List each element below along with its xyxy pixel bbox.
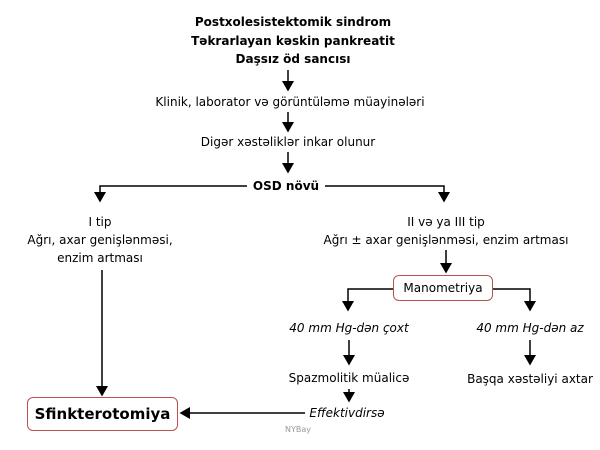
left-type-title: I tip [88,215,112,229]
high-pressure-label: 40 mm Hg-dən çoxt [289,321,409,335]
left-type-line-1: Ağrı, axar genişlənməsi, [27,233,173,247]
arrow-decision-left [94,185,247,203]
left-type-line-2: enzim artması [57,251,143,265]
right-type-title: II və ya III tip [407,215,485,229]
effective-label: Effektivdirsə [309,406,385,420]
step-exclusion: Digər xəstəliklər inkar olunur [200,135,376,149]
arrow-manometry-high [342,288,393,312]
result-label: Sfinkterotomiya [34,405,171,423]
result-box: Sfinkterotomiya [27,397,178,431]
right-type-line-1: Ağrı ± axar genişlənməsi, enzim artması [323,233,569,247]
watermark: NYBay [285,425,311,434]
low-pressure-label: 40 mm Hg-dən az [476,321,584,335]
start-line-3: Daşsız öd sancısı [235,52,351,66]
manometry-label: Manometriya [403,281,483,295]
decision-osd-type: OSD növü [248,177,324,195]
start-line-2: Təkrarlayan kəskin pankreatit [191,34,395,48]
spasmolytic-label: Spazmolitik müalicə [288,371,410,385]
other-disease-label: Başqa xəstəliyi axtar [467,372,593,386]
step-examinations: Klinik, laborator və görüntüləmə müayinə… [155,95,425,109]
arrow-decision-right [325,185,450,203]
manometry-box: Manometriya [393,275,493,301]
start-line-1: Postxolesistektomik sindrom [194,15,392,29]
arrow-manometry-low [493,288,536,312]
